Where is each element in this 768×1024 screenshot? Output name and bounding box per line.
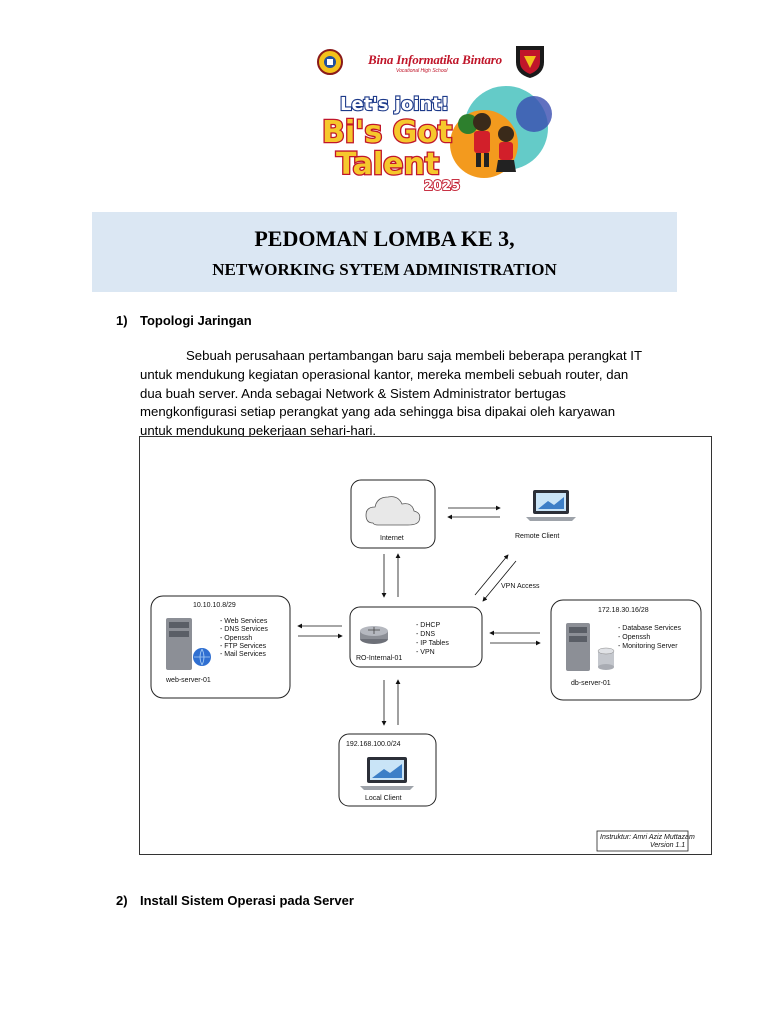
poster-year: 2025: [424, 179, 460, 194]
document-title: PEDOMAN LOMBA KE 3,: [254, 226, 515, 251]
section1-heading: 1) Topologi Jaringan: [116, 313, 252, 328]
web-service-item: - Openssh: [220, 635, 252, 642]
paragraph-line: mengkonfigurasi setiap perangkat yang ad…: [140, 404, 616, 420]
db-server-network: 172.18.30.16/28: [598, 607, 649, 614]
vpn-access-label: VPN Access: [501, 583, 540, 590]
local-client-laptop-icon: [360, 757, 414, 790]
brand-name: Bina Informatika Bintaro: [368, 52, 502, 67]
web-server-icon: [166, 618, 211, 670]
document-subtitle: NETWORKING SYTEM ADMINISTRATION: [212, 260, 557, 279]
web-server-network: 10.10.10.8/29: [193, 602, 236, 609]
section2-heading: 2) Install Sistem Operasi pada Server: [116, 893, 354, 908]
arrow-vpn-down: [482, 560, 517, 602]
router-service-item: - DNS: [416, 631, 435, 638]
poster-line3: Talent: [336, 147, 439, 182]
cloud-icon: [365, 496, 421, 526]
school-emblem-icon: [317, 49, 343, 75]
db-service-item: - Monitoring Server: [618, 643, 678, 650]
local-client-name: Local Client: [365, 795, 402, 802]
section1-number: 1): [116, 313, 128, 328]
credit-version: Version 1.1: [650, 842, 685, 849]
paragraph-line: untuk mendukung kegiatan operasional kan…: [140, 366, 629, 382]
router-service-item: - VPN: [416, 649, 435, 656]
poster-line2: Bi's Got: [322, 115, 452, 150]
router-icon: [360, 626, 388, 644]
web-server-name: web-server-01: [165, 677, 211, 684]
topology-svg: Internet Remote Client VPN Access 10.10.…: [150, 479, 702, 852]
remote-client-label: Remote Client: [515, 533, 559, 540]
remote-client-laptop-icon: [526, 490, 576, 521]
paragraph-line: dua buah server. Anda sebagai Network & …: [140, 385, 566, 401]
network-topology-diagram: Internet Remote Client VPN Access 10.10.…: [139, 436, 712, 855]
web-service-item: - Mail Services: [220, 651, 266, 658]
section1-paragraph: Sebuah perusahaan pertambangan baru saja…: [140, 347, 680, 441]
router-service-item: - IP Tables: [416, 640, 449, 647]
router-service-item: - DHCP: [416, 622, 440, 629]
db-service-item: - Openssh: [618, 634, 650, 641]
section2-number: 2): [116, 893, 128, 908]
event-poster: Let's joint! Bi's Got Talent 2025: [321, 86, 552, 195]
internet-label: Internet: [380, 535, 404, 542]
poster-line1: Let's joint!: [340, 94, 449, 115]
db-server-name: db-server-01: [571, 680, 611, 687]
web-service-item: - Web Services: [220, 618, 268, 625]
shield-emblem-icon: [516, 46, 544, 78]
title-box: PEDOMAN LOMBA KE 3, NETWORKING SYTEM ADM…: [92, 212, 677, 292]
local-client-network: 192.168.100.0/24: [346, 741, 401, 748]
paragraph-line: untuk mendukung pekerjaan sehari-hari.: [140, 423, 377, 439]
logo-row: Bina Informatika Bintaro Vocational High…: [0, 42, 768, 82]
db-service-item: - Database Services: [618, 625, 682, 632]
credit-box: [596, 830, 689, 852]
router-node: [349, 606, 483, 668]
web-service-item: - FTP Services: [220, 643, 267, 650]
section1-title: Topologi Jaringan: [140, 313, 252, 328]
db-server-icon: [566, 623, 615, 671]
arrow-vpn-up: [474, 554, 509, 596]
credit-instructor: Instruktur: Amri Aziz Muttazam: [600, 834, 695, 841]
section2-title: Install Sistem Operasi pada Server: [140, 893, 354, 908]
paragraph-line: Sebuah perusahaan pertambangan baru saja…: [186, 348, 643, 363]
router-name: RO-Internal-01: [356, 655, 402, 662]
brand-subtitle: Vocational High School: [396, 68, 448, 74]
web-service-item: - DNS Services: [220, 626, 268, 633]
